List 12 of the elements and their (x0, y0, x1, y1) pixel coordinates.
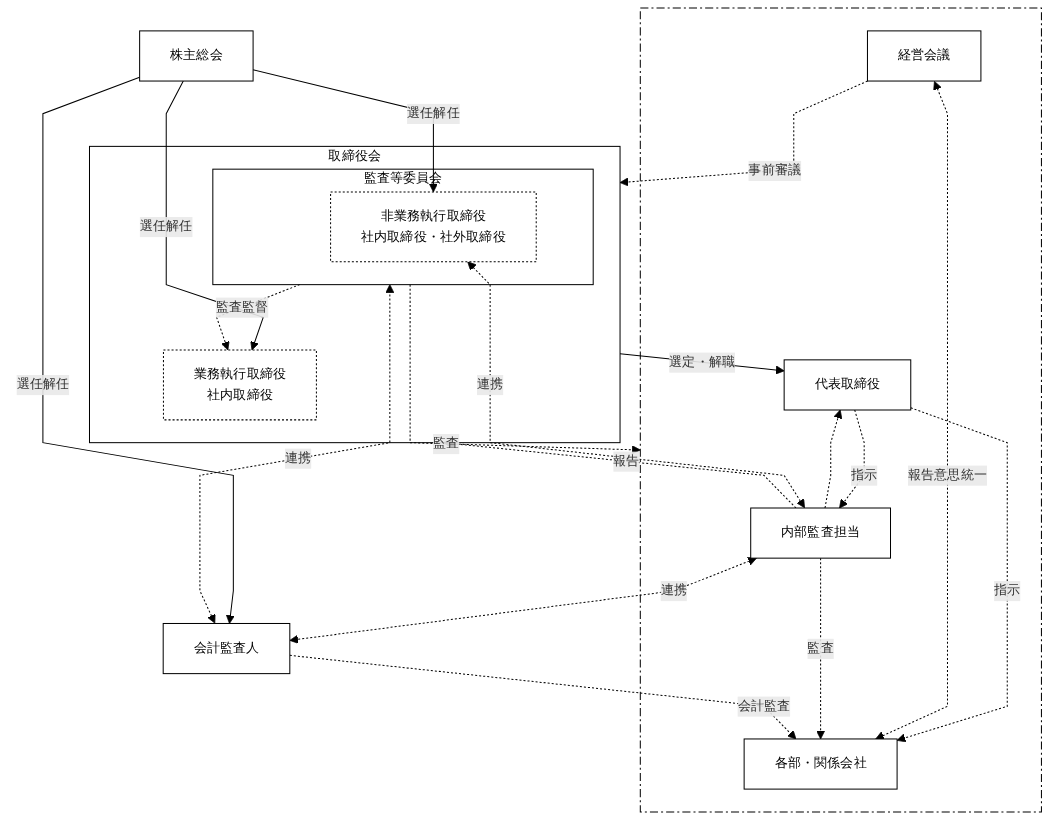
arrow (619, 80, 869, 187)
arrow (289, 557, 757, 644)
arrow (839, 409, 865, 509)
arrow (467, 261, 805, 509)
arrow (409, 284, 641, 455)
cluster (639, 7, 1042, 813)
arrow (875, 81, 948, 740)
arrow (816, 557, 826, 740)
arrow (896, 407, 1008, 743)
arrow (42, 76, 235, 624)
arrow (824, 409, 843, 509)
arrow (289, 654, 797, 740)
